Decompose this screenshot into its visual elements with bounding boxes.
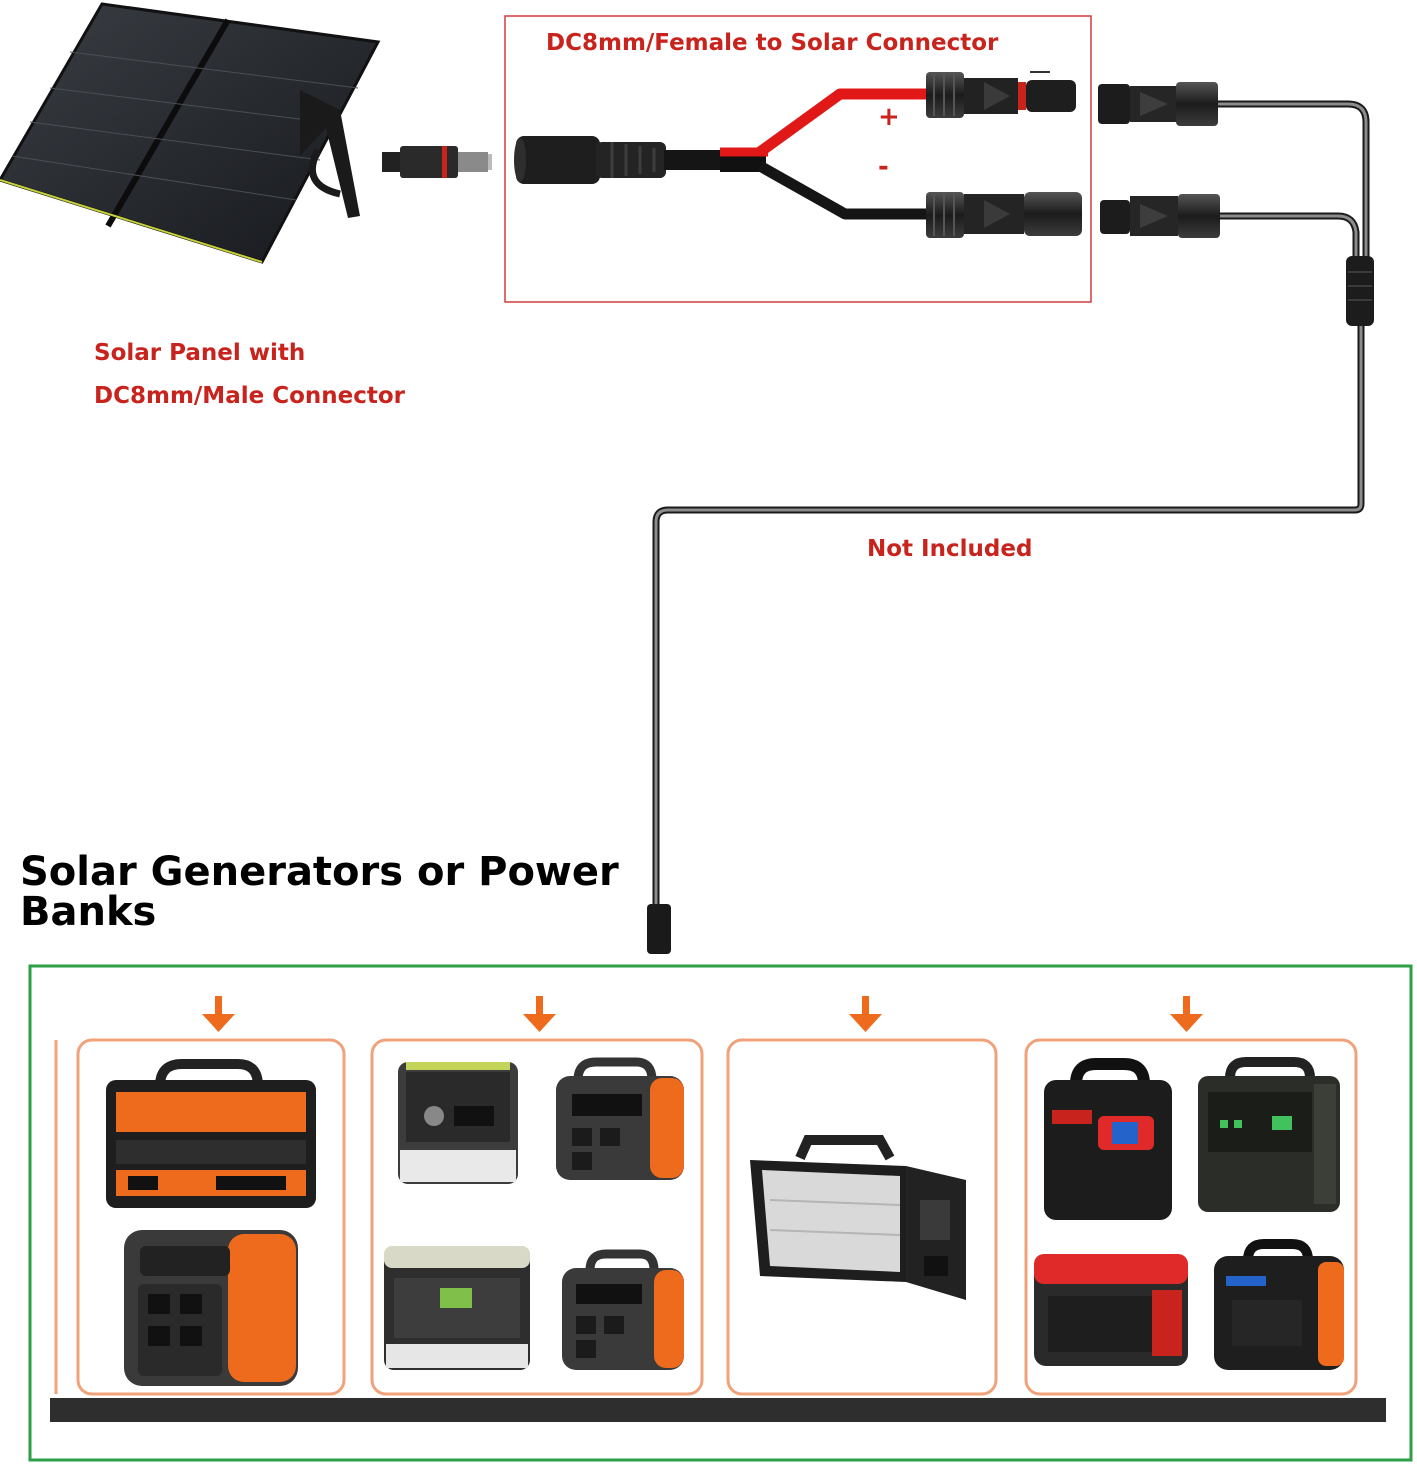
down-arrow-icon <box>202 996 235 1032</box>
extension-connector-bottom-icon <box>1100 194 1220 238</box>
down-arrow-icon <box>1170 996 1203 1032</box>
power-station-icon <box>1044 1058 1172 1220</box>
power-station-icon <box>1034 1254 1188 1366</box>
power-station-icon <box>124 1230 298 1386</box>
power-station-icon <box>384 1246 530 1370</box>
cable-title: DC8mm/Female to Solar Connector <box>546 30 999 56</box>
positive-label: + <box>878 102 900 132</box>
solar-panel-icon <box>0 2 381 264</box>
ground-bar <box>50 1398 1386 1422</box>
solar-connector-negative-icon <box>926 192 1082 238</box>
negative-label: - <box>878 152 889 182</box>
extension-cable <box>647 100 1374 954</box>
power-station-icon <box>1198 1057 1340 1212</box>
not-included-label: Not Included <box>867 536 1033 562</box>
down-arrow-icon <box>523 996 556 1032</box>
power-station-icon <box>398 1062 518 1184</box>
panel-caption-line1: Solar Panel with <box>94 340 306 366</box>
extension-connector-top-icon <box>1098 82 1218 126</box>
split-cable <box>720 88 930 220</box>
panel-caption-line2: DC8mm/Male Connector <box>94 383 406 409</box>
cable-product-frame <box>504 15 1092 303</box>
power-station-icon <box>556 1057 684 1180</box>
generators-frame <box>28 964 1413 1462</box>
generators-heading: Solar Generators or Power Banks <box>20 849 619 935</box>
dc8mm-female-barrel-icon <box>514 136 722 184</box>
down-arrow-icon <box>849 996 882 1032</box>
dc8mm-male-plug-icon <box>382 146 492 178</box>
power-station-icon <box>750 1135 966 1300</box>
solar-connector-positive-icon <box>926 71 1076 118</box>
power-station-icon <box>562 1249 684 1370</box>
power-station-icon <box>106 1059 316 1208</box>
power-station-icon <box>1214 1239 1344 1370</box>
